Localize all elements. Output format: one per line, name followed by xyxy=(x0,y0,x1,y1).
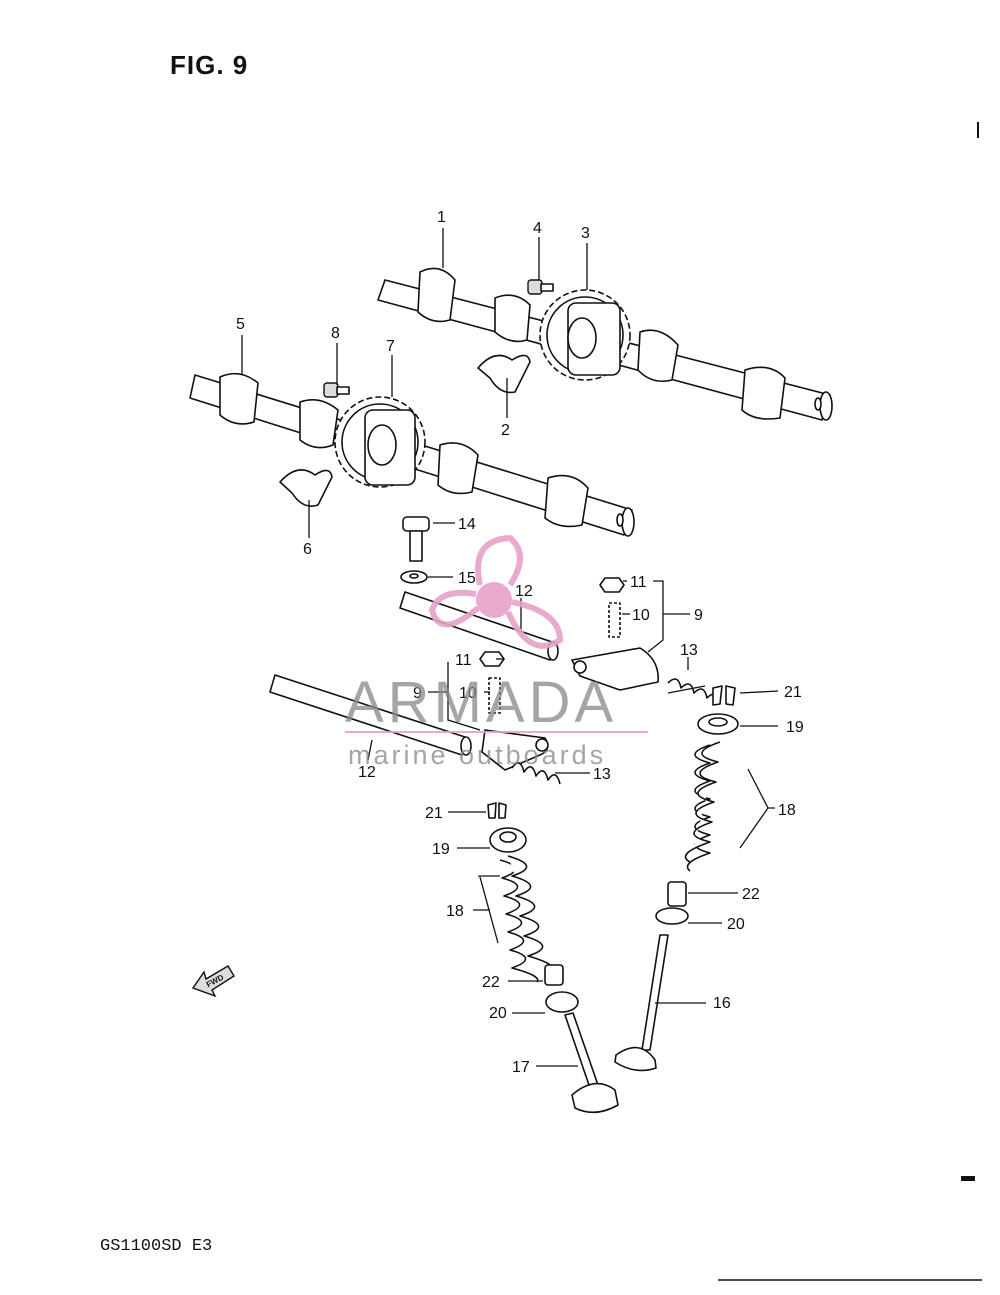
callout-16: 16 xyxy=(713,995,731,1012)
callout-18-left: 18 xyxy=(446,903,464,920)
callout-22-left: 22 xyxy=(482,974,500,991)
valve-seal-part-22-right[interactable] xyxy=(667,881,687,907)
watermark: ARMADA marine outboards xyxy=(345,534,648,770)
callout-22-right: 22 xyxy=(742,886,760,903)
callout-17: 17 xyxy=(512,1059,530,1076)
retainer-part-19-right[interactable] xyxy=(697,713,739,735)
callout-10-right: 10 xyxy=(632,607,650,624)
callout-12-upper: 12 xyxy=(515,583,533,600)
callout-11-right: 11 xyxy=(630,574,647,591)
cotter-part-21-left[interactable] xyxy=(487,802,507,819)
valve-spring-part-18-right[interactable] xyxy=(684,741,721,872)
callout-12-lower: 12 xyxy=(358,764,376,781)
callout-19-right: 19 xyxy=(786,719,804,736)
retainer-part-19-left[interactable] xyxy=(489,827,527,853)
callout-4: 4 xyxy=(533,220,542,237)
callout-7: 7 xyxy=(386,338,395,355)
callout-13-left: 13 xyxy=(593,766,611,783)
callout-5: 5 xyxy=(236,316,245,333)
callout-20-right: 20 xyxy=(727,916,745,933)
bolt-part-8[interactable] xyxy=(323,382,350,398)
propeller-logo xyxy=(428,534,564,649)
washer-part-15[interactable] xyxy=(400,570,428,584)
watermark-brand: ARMADA xyxy=(345,670,617,735)
callout-9-left: 9 xyxy=(413,685,422,702)
forward-direction-arrow: FWD xyxy=(191,965,235,998)
callout-21-left: 21 xyxy=(425,805,443,822)
bolt-part-4[interactable] xyxy=(527,279,554,295)
cam-sprocket-upper[interactable] xyxy=(539,289,631,381)
callout-1: 1 xyxy=(437,209,446,226)
callout-18-right: 18 xyxy=(778,802,796,819)
part-numbers: 1 2 3 4 5 6 7 8 9 9 10 10 11 11 12 12 13… xyxy=(236,209,804,1076)
bolt-part-14[interactable] xyxy=(402,516,430,562)
lock-nut-right[interactable] xyxy=(599,577,625,593)
cotter-part-21-right[interactable] xyxy=(712,685,736,706)
valve-spring-part-18-left[interactable] xyxy=(499,855,555,983)
lock-nut-left[interactable] xyxy=(479,651,505,667)
callout-13-right: 13 xyxy=(680,642,698,659)
rocker-arm-right[interactable] xyxy=(571,647,659,691)
spring-part-13-left[interactable] xyxy=(511,762,561,785)
model-code: GS1100SD E3 xyxy=(100,1237,213,1256)
callout-2: 2 xyxy=(501,422,510,439)
valve-part-17[interactable] xyxy=(564,1012,619,1114)
callout-21-right: 21 xyxy=(784,684,802,701)
cam-sprocket-lower[interactable] xyxy=(334,396,426,488)
spring-seat-part-20-left[interactable] xyxy=(545,991,579,1013)
callout-8: 8 xyxy=(331,325,340,342)
spring-seat-part-20-right[interactable] xyxy=(655,907,689,925)
callout-15: 15 xyxy=(458,570,476,587)
holder-part-2[interactable] xyxy=(477,354,531,394)
holder-part-6[interactable] xyxy=(279,469,333,507)
scan-marks xyxy=(718,122,982,1281)
callout-6: 6 xyxy=(303,541,312,558)
adjuster-screw-left[interactable] xyxy=(488,677,501,714)
callout-11-left: 11 xyxy=(455,652,472,669)
callout-3: 3 xyxy=(581,225,590,242)
figure-title: FIG. 9 xyxy=(170,50,249,80)
rocker-shaft-lower[interactable] xyxy=(269,674,472,756)
callout-14: 14 xyxy=(458,516,476,533)
valve-part-16[interactable] xyxy=(614,934,669,1072)
callout-19-left: 19 xyxy=(432,841,450,858)
callout-10-left: 10 xyxy=(459,685,477,702)
callout-9-right: 9 xyxy=(694,607,703,624)
adjuster-screw-right[interactable] xyxy=(608,602,621,638)
valve-seal-part-22-left[interactable] xyxy=(544,964,564,986)
callout-20-left: 20 xyxy=(489,1005,507,1022)
watermark-tagline: marine outboards xyxy=(348,740,606,770)
leader-lines xyxy=(241,228,779,1067)
